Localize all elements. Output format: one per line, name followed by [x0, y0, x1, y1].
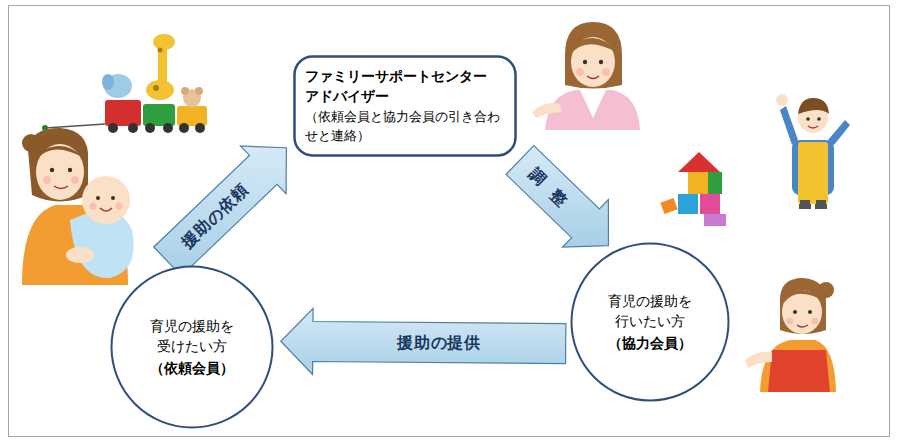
requester-circle: 育児の援助を 受けたい方（依頼会員）	[110, 265, 274, 429]
adviser-box: ファミリーサポートセンター アドバイザー（依頼会員と協力会員の引き合わせと連絡）	[293, 55, 517, 157]
man-with-apron	[776, 94, 850, 209]
helper-circle: 育児の援助を 行いたい方（協力会員）	[570, 242, 730, 402]
arrow-label: 援助の依頼	[179, 180, 252, 251]
node-body: （依頼会員と協力会員の引き合わせと連絡）	[305, 108, 503, 146]
toy-train	[42, 34, 207, 133]
node-heading: ファミリーサポートセンター アドバイザー	[305, 66, 501, 107]
node-heading: 育児の援助を 受けたい方	[137, 316, 247, 357]
block-arrow	[281, 309, 566, 375]
block-arrow	[154, 146, 287, 276]
node-heading: 育児の援助を 行いたい方	[595, 291, 705, 332]
node-body: （協力会員）	[608, 333, 692, 353]
block-arrow	[506, 146, 608, 247]
helper-woman	[745, 278, 836, 392]
mother-with-baby	[22, 128, 134, 285]
toy-blocks	[660, 152, 726, 226]
node-body: （依頼会員）	[150, 358, 234, 378]
arrow-label: 援助の提供	[397, 333, 481, 351]
adviser-woman	[532, 22, 640, 130]
arrow-label: 調整	[525, 164, 581, 219]
